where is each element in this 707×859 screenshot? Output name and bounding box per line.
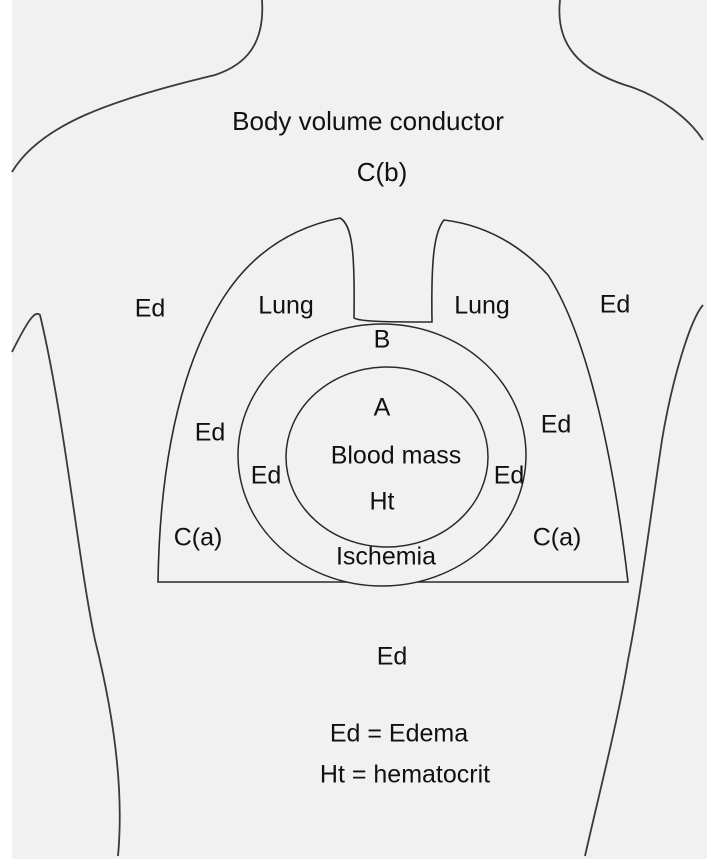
label-cb: C(b) [357, 159, 408, 185]
label-ischemia: Ischemia [336, 545, 436, 570]
label-ht: Ht [370, 490, 395, 515]
label-lung-right: Lung [454, 294, 510, 319]
label-ed-ring-left: Ed [251, 464, 282, 489]
label-lung-left: Lung [258, 294, 314, 319]
legend-hematocrit: Ht = hematocrit [320, 763, 490, 788]
label-ed-abdomen: Ed [377, 645, 408, 670]
label-a: A [374, 396, 391, 421]
label-ca-left: C(a) [174, 526, 223, 551]
label-ed-left: Ed [135, 297, 166, 322]
legend-edema: Ed = Edema [330, 722, 468, 747]
label-ed-ring-right: Ed [494, 464, 525, 489]
diagram-title: Body volume conductor [232, 108, 504, 134]
label-ca-right: C(a) [533, 526, 582, 551]
label-ed-lung-right: Ed [541, 413, 572, 438]
left-margin [0, 0, 12, 859]
label-blood-mass: Blood mass [331, 444, 462, 469]
label-ed-right: Ed [600, 293, 631, 318]
label-ed-lung-left: Ed [195, 421, 226, 446]
label-b: B [374, 328, 391, 353]
